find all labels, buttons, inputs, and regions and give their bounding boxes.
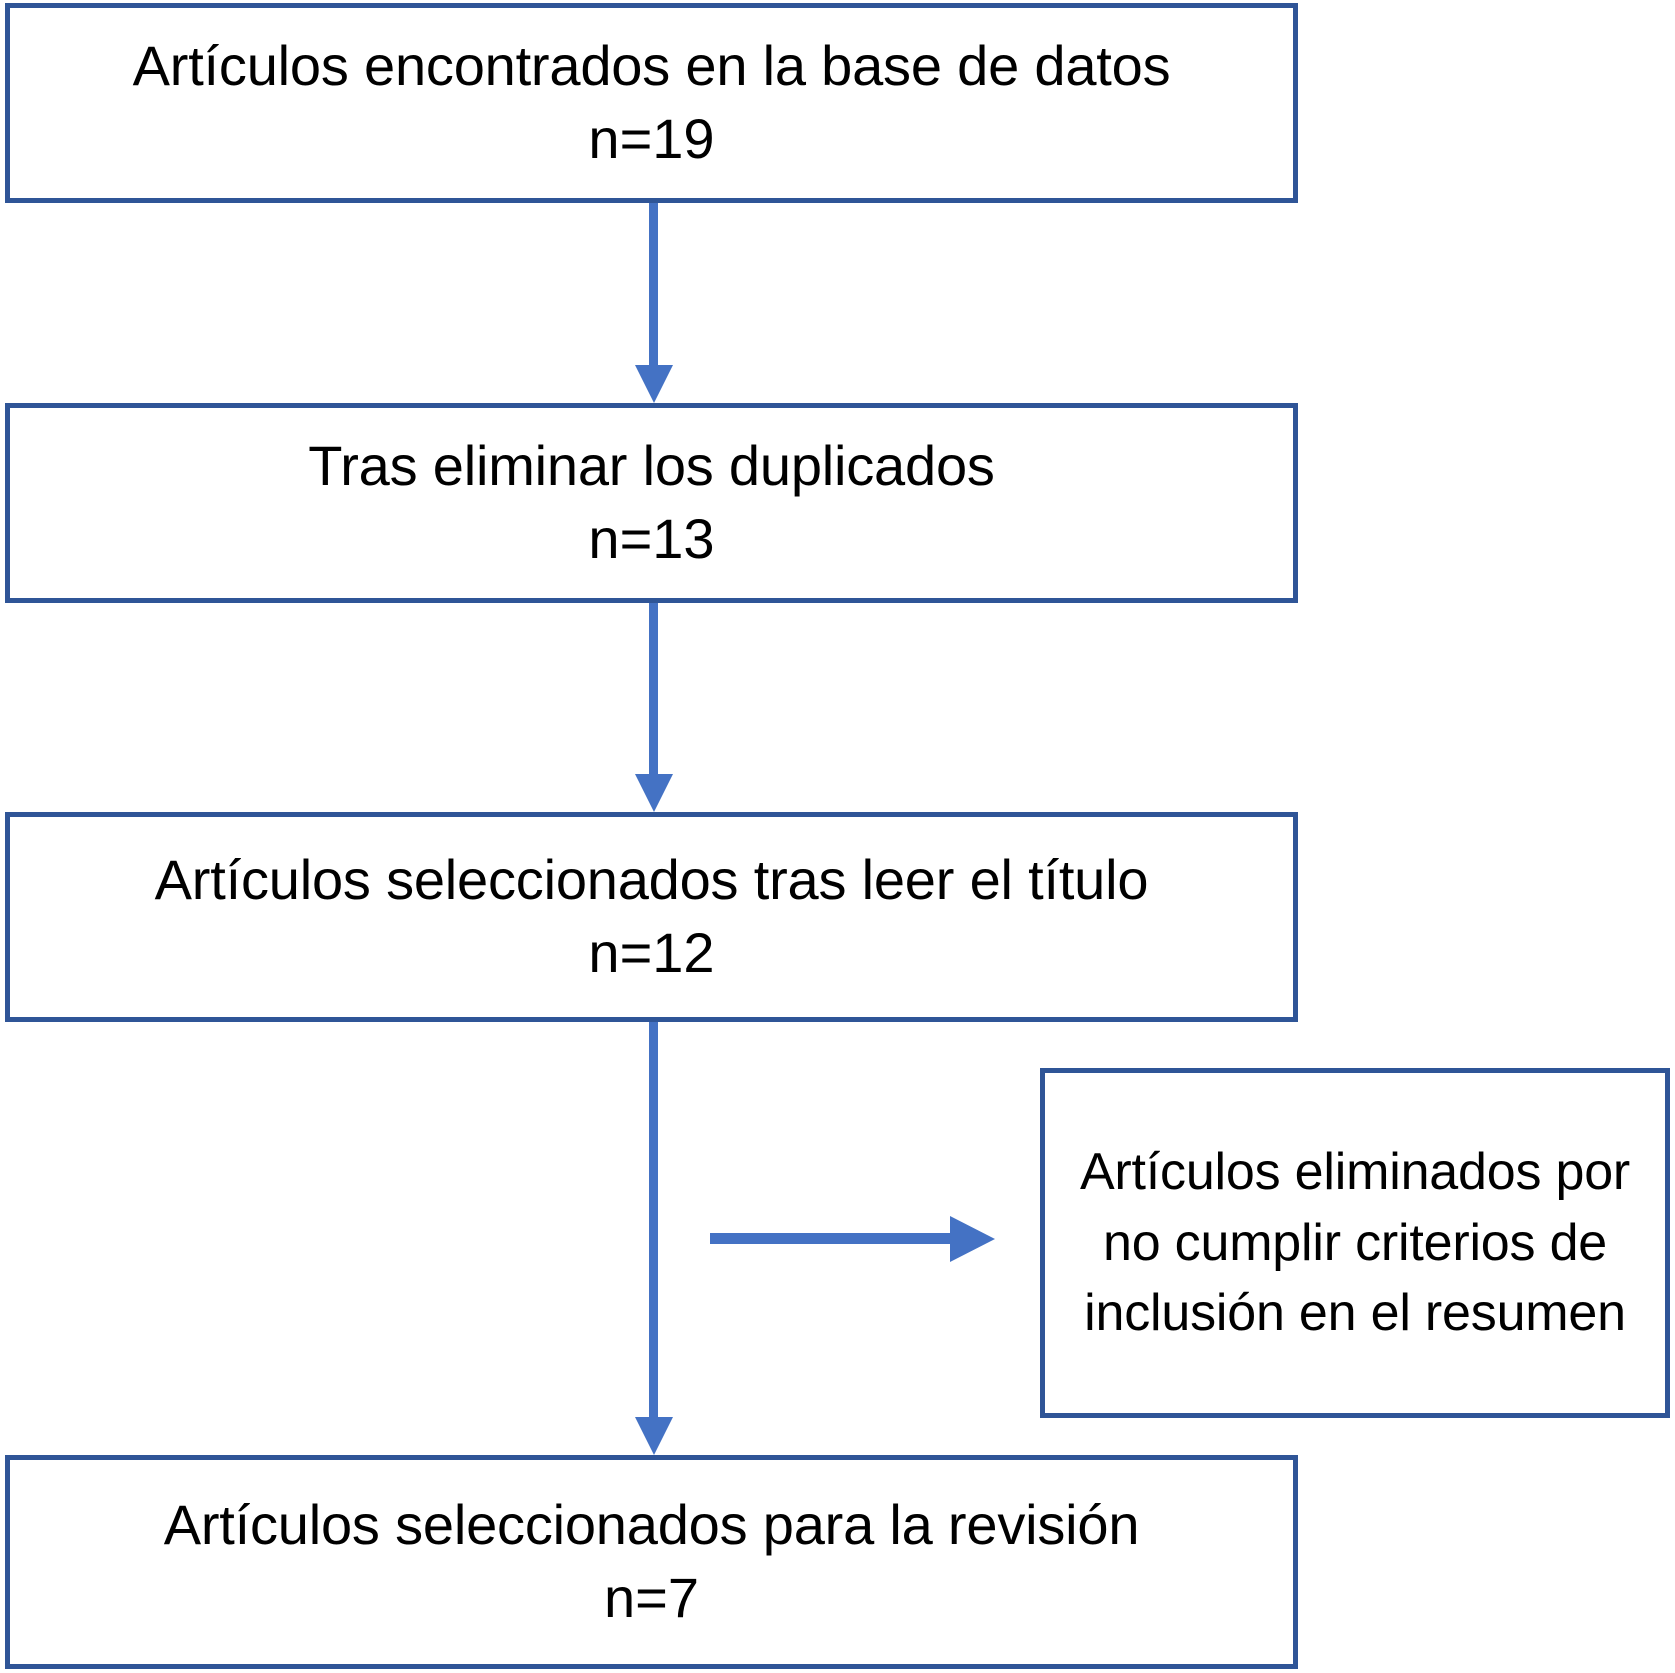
arrow-shaft: [649, 603, 658, 774]
arrow-head-down-icon: [634, 1417, 673, 1455]
arrow-shaft: [649, 203, 658, 365]
node-selected-by-title-count: n=12: [588, 921, 715, 984]
node-selected-for-review-count: n=7: [604, 1566, 699, 1629]
node-articles-found-count: n=19: [588, 107, 715, 170]
node-articles-found-label: Artículos encontrados en la base de dato…: [132, 34, 1171, 98]
arrow-head-down-icon: [634, 774, 673, 812]
arrow-shaft: [649, 1022, 658, 1417]
arrow-head-right-icon: [950, 1216, 995, 1262]
arrow-found-to-duplicates: [634, 203, 673, 403]
arrow-title-to-included: [634, 1022, 673, 1455]
node-excluded-articles-label: Artículos eliminados por no cumplir crit…: [1079, 1142, 1631, 1343]
node-articles-found: Artículos encontrados en la base de dato…: [5, 3, 1298, 203]
node-excluded-articles: Artículos eliminados por no cumplir crit…: [1040, 1068, 1670, 1418]
arrow-head-down-icon: [634, 365, 673, 403]
node-after-duplicates-count: n=13: [588, 507, 715, 570]
node-selected-by-title-label: Artículos seleccionados tras leer el tít…: [154, 848, 1149, 912]
node-after-duplicates: Tras eliminar los duplicados n=13: [5, 403, 1298, 603]
arrow-title-to-excluded: [710, 1216, 995, 1262]
arrow-shaft: [710, 1233, 950, 1244]
node-selected-for-review-label: Artículos seleccionados para la revisión: [163, 1493, 1140, 1557]
arrow-duplicates-to-title: [634, 603, 673, 812]
node-after-duplicates-label: Tras eliminar los duplicados: [308, 434, 995, 498]
node-selected-for-review: Artículos seleccionados para la revisión…: [5, 1455, 1298, 1669]
node-selected-by-title: Artículos seleccionados tras leer el tít…: [5, 812, 1298, 1022]
